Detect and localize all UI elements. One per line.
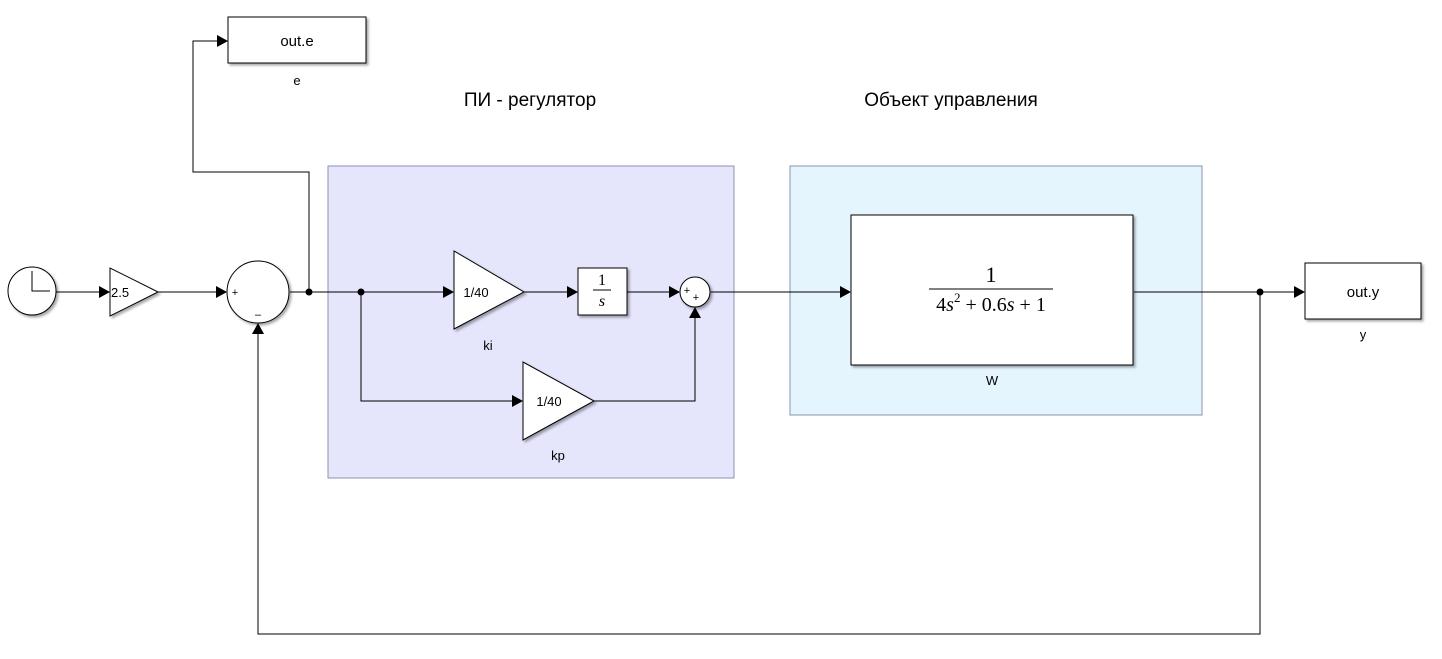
- plant-tf-label: W: [986, 373, 999, 388]
- sum-pi-block[interactable]: + +: [679, 276, 711, 308]
- wire-kp-sum[interactable]: [594, 317, 696, 402]
- gain-kp-block[interactable]: 1/40: [522, 361, 596, 441]
- arrow-integrator-in: [567, 286, 578, 298]
- out-e-block[interactable]: out.e: [227, 16, 367, 64]
- sum-error-block[interactable]: + –: [226, 260, 290, 324]
- sum-pi-plus-bottom: +: [693, 292, 699, 304]
- controller-title: ПИ - регулятор: [464, 90, 596, 111]
- arrow-pi-sum-bottom-in: [689, 307, 701, 318]
- out-e-label: e: [293, 73, 300, 88]
- arrow-pi-sum-left-in: [669, 286, 680, 298]
- arrow-kp-in: [512, 395, 523, 407]
- arrow-plant-in: [840, 286, 851, 298]
- arrow-gain-in: [99, 286, 110, 298]
- sum-error-minus: –: [255, 309, 262, 321]
- plant-tf-numerator: 1: [986, 262, 997, 287]
- plant-transfer-fcn-block[interactable]: 1 4s2 + 0.6s + 1: [850, 214, 1134, 366]
- arrow-out-e-in: [217, 35, 228, 47]
- gain-ref-value: 2.5: [111, 285, 129, 300]
- branch-point-output: [1256, 288, 1264, 296]
- sum-error-plus: +: [232, 287, 238, 299]
- gain-ki-block[interactable]: 1/40: [453, 250, 526, 330]
- wire-error-to-out-e[interactable]: [192, 40, 310, 292]
- signal-lines: [56, 35, 1305, 635]
- out-e-value: out.e: [280, 33, 313, 50]
- gain-kp-label: kp: [551, 448, 565, 463]
- clock-icon: [31, 271, 50, 292]
- integrator-den: s: [599, 293, 605, 310]
- gain-ki-value: 1/40: [463, 285, 488, 300]
- out-y-value: out.y: [1347, 284, 1380, 301]
- branch-point-error-out: [305, 288, 313, 296]
- plant-title: Объект управления: [864, 90, 1038, 111]
- wire-error-to-kp[interactable]: [360, 292, 513, 402]
- arrow-ki-in: [443, 286, 454, 298]
- integrator-num: 1: [598, 272, 606, 289]
- arrow-out-y-in: [1294, 286, 1305, 298]
- arrow-feedback-in: [252, 323, 264, 334]
- out-y-label: y: [1360, 327, 1367, 342]
- branch-point-error-kp: [357, 288, 365, 296]
- gain-ki-label: ki: [483, 338, 493, 353]
- arrow-sum-in: [216, 286, 227, 298]
- out-y-block[interactable]: out.y: [1304, 262, 1422, 320]
- gain-kp-value: 1/40: [536, 394, 561, 409]
- plant-tf-denominator: 4s2 + 0.6s + 1: [936, 290, 1046, 316]
- sum-pi-plus-left: +: [684, 285, 690, 297]
- integrator-block[interactable]: 1 s: [577, 267, 628, 316]
- clock-block[interactable]: [7, 266, 57, 316]
- gain-ref-block[interactable]: 2.5: [109, 267, 160, 317]
- wire-feedback[interactable]: [257, 292, 1261, 635]
